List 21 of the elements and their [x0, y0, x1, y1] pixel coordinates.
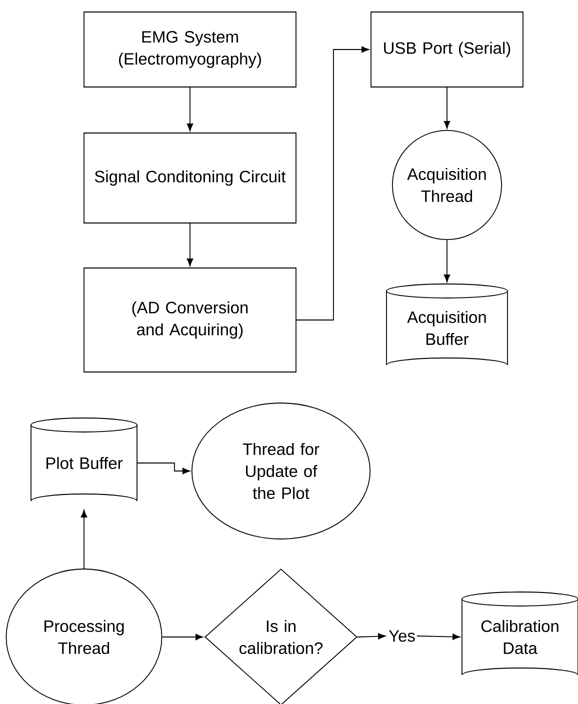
arrow [357, 633, 386, 640]
arrow [162, 634, 204, 640]
arrow [444, 87, 450, 129]
node-label: Calibration Data [481, 620, 558, 654]
arrow [80, 510, 88, 569]
arrow [186, 87, 194, 132]
process-box: EMG System (Electromyography) [84, 12, 296, 88]
storage-cylinder: Calibration Data [462, 592, 578, 676]
process-box: (AD Conversion and Acquiring) [84, 268, 296, 372]
arrow [416, 634, 460, 640]
node-label: Acquisition Buffer [407, 310, 486, 346]
arrow [186, 223, 194, 266]
process-box: Signal Conditoning Circuit [84, 132, 296, 224]
process-box: USB Port (Serial) [370, 12, 524, 88]
arrow [137, 462, 190, 474]
arrow [444, 240, 450, 282]
storage-cylinder: Plot Buffer [30, 418, 138, 502]
storage-cylinder: Acquisition Buffer [386, 284, 508, 366]
arrow [296, 46, 370, 320]
edge-label: Yes [388, 630, 415, 642]
node-label: Plot Buffer [46, 456, 123, 470]
